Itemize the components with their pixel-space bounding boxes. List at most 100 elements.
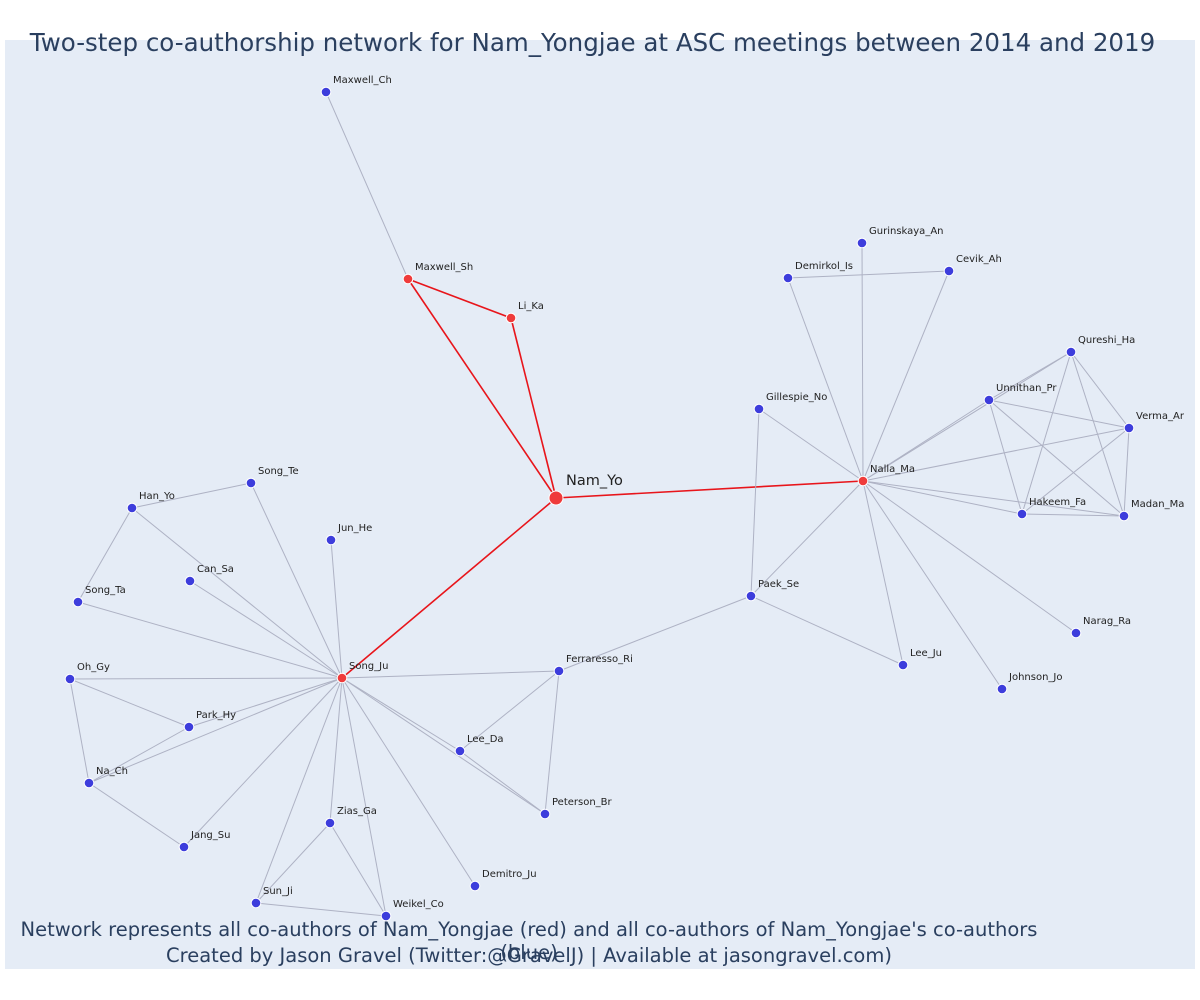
edge-Nalla_Ma-Madan_Ma (862, 480, 1125, 517)
edge-Song_Ju-Jang_Su (183, 677, 343, 848)
node-Han_Yo[interactable] (126, 502, 138, 514)
node-Verma_Ar[interactable] (1123, 422, 1135, 434)
edge-Nam_Yo-Song_Ju (341, 497, 557, 679)
edge-Oh_Gy-Na_Ch (69, 678, 90, 784)
edge-Hakeem_Fa-Madan_Ma (1021, 513, 1125, 517)
node-Weikel_Co[interactable] (380, 910, 392, 922)
edge-Ferraresso_Ri-Peterson_Br (544, 670, 560, 815)
node-Song_Ju[interactable] (336, 672, 348, 684)
edge-Nalla_Ma-Paek_Se (750, 480, 864, 597)
node-label-Na_Ch: Na_Ch (96, 766, 128, 777)
node-Unnithan_Pr[interactable] (983, 394, 995, 406)
edge-Song_Ju-Song_Te (250, 482, 343, 679)
node-label-Qureshi_Ha: Qureshi_Ha (1078, 335, 1135, 346)
node-Madan_Ma[interactable] (1118, 510, 1130, 522)
node-Jang_Su[interactable] (178, 841, 190, 853)
node-Nalla_Ma[interactable] (857, 475, 869, 487)
node-label-Ferraresso_Ri: Ferraresso_Ri (566, 654, 633, 665)
node-label-Maxwell_Sh: Maxwell_Sh (415, 262, 473, 273)
node-label-Nam_Yo: Nam_Yo (566, 473, 623, 489)
node-label-Peterson_Br: Peterson_Br (552, 797, 613, 808)
node-Nam_Yo[interactable] (548, 490, 564, 506)
node-Cevik_Ah[interactable] (943, 265, 955, 277)
edge-Qureshi_Ha-Madan_Ma (1070, 351, 1125, 517)
edge-Maxwell_Sh-Maxwell_Ch (325, 91, 409, 280)
caption-legend-note: Network represents all co-authors of Nam… (20, 918, 1038, 964)
edge-Nalla_Ma-Verma_Ar (862, 427, 1130, 482)
edge-Na_Ch-Park_Hy (88, 726, 190, 784)
edges-layer (69, 91, 1130, 917)
edge-Nalla_Ma-Cevik_Ah (862, 270, 950, 482)
edge-Nalla_Ma-Johnson_Jo (862, 480, 1003, 690)
labels-layer: Nam_YoMaxwell_ShLi_KaNalla_MaSong_JuMaxw… (77, 75, 1185, 910)
node-Song_Ta[interactable] (72, 596, 84, 608)
node-Li_Ka[interactable] (505, 312, 517, 324)
node-Paek_Se[interactable] (745, 590, 757, 602)
edge-Song_Ju-Na_Ch (88, 677, 343, 784)
edge-Nalla_Ma-Qureshi_Ha (862, 351, 1072, 482)
edge-Song_Ju-Lee_Da (341, 677, 461, 752)
edge-Nam_Yo-Li_Ka (510, 317, 557, 499)
node-Maxwell_Ch[interactable] (320, 86, 332, 98)
edge-Nalla_Ma-Lee_Ju (862, 480, 904, 666)
node-Lee_Ju[interactable] (897, 659, 909, 671)
edge-Nalla_Ma-Hakeem_Fa (862, 480, 1023, 515)
node-Hakeem_Fa[interactable] (1016, 508, 1028, 520)
node-Qureshi_Ha[interactable] (1065, 346, 1077, 358)
node-label-Oh_Gy: Oh_Gy (77, 662, 110, 673)
node-Demitro_Ju[interactable] (469, 880, 481, 892)
edge-Zias_Ga-Sun_Ji (255, 822, 331, 904)
node-label-Han_Yo: Han_Yo (139, 491, 175, 502)
edge-Qureshi_Ha-Hakeem_Fa (1021, 351, 1072, 515)
edge-Nalla_Ma-Gurinskaya_An (861, 242, 864, 482)
edge-Song_Ju-Oh_Gy (69, 677, 343, 680)
node-label-Park_Hy: Park_Hy (196, 710, 236, 721)
node-Narag_Ra[interactable] (1070, 627, 1082, 639)
edge-Paek_Se-Lee_Ju (750, 595, 904, 666)
node-Oh_Gy[interactable] (64, 673, 76, 685)
node-label-Maxwell_Ch: Maxwell_Ch (333, 75, 392, 86)
edge-Nam_Yo-Maxwell_Sh (407, 278, 557, 499)
node-label-Song_Ju: Song_Ju (349, 661, 388, 672)
node-label-Li_Ka: Li_Ka (518, 301, 544, 312)
node-label-Weikel_Co: Weikel_Co (393, 899, 444, 910)
node-label-Sun_Ji: Sun_Ji (263, 886, 293, 897)
node-Gurinskaya_An[interactable] (856, 237, 868, 249)
node-Demirkol_Is[interactable] (782, 272, 794, 284)
node-Can_Sa[interactable] (184, 575, 196, 587)
edge-Han_Yo-Song_Ta (77, 507, 133, 603)
edge-Unnithan_Pr-Verma_Ar (988, 399, 1130, 429)
edge-Verma_Ar-Hakeem_Fa (1021, 427, 1130, 515)
edge-Song_Ju-Weikel_Co (341, 677, 387, 917)
node-Maxwell_Sh[interactable] (402, 273, 414, 285)
node-label-Paek_Se: Paek_Se (758, 579, 799, 590)
edge-Song_Ju-Song_Ta (77, 601, 343, 679)
edge-Han_Yo-Song_Te (131, 482, 252, 509)
edge-Unnithan_Pr-Madan_Ma (988, 399, 1125, 517)
node-label-Cevik_Ah: Cevik_Ah (956, 254, 1002, 265)
node-Na_Ch[interactable] (83, 777, 95, 789)
edge-Song_Ju-Demitro_Ju (341, 677, 476, 887)
node-Park_Hy[interactable] (183, 721, 195, 733)
node-label-Johnson_Jo: Johnson_Jo (1008, 672, 1062, 683)
edge-Song_Ju-Jun_He (330, 539, 343, 679)
node-Zias_Ga[interactable] (324, 817, 336, 829)
nodes-layer (64, 86, 1135, 922)
node-Johnson_Jo[interactable] (996, 683, 1008, 695)
node-Ferraresso_Ri[interactable] (553, 665, 565, 677)
edge-Maxwell_Sh-Li_Ka (407, 278, 512, 319)
node-Song_Te[interactable] (245, 477, 257, 489)
node-Gillespie_No[interactable] (753, 403, 765, 415)
node-label-Lee_Ju: Lee_Ju (910, 648, 942, 659)
node-Jun_He[interactable] (325, 534, 337, 546)
edge-Song_Ju-Sun_Ji (255, 677, 343, 904)
node-Lee_Da[interactable] (454, 745, 466, 757)
node-Sun_Ji[interactable] (250, 897, 262, 909)
node-Peterson_Br[interactable] (539, 808, 551, 820)
edge-Qureshi_Ha-Verma_Ar (1070, 351, 1130, 429)
node-label-Demitro_Ju: Demitro_Ju (482, 869, 537, 880)
edge-Song_Ju-Can_Sa (189, 580, 343, 679)
node-label-Lee_Da: Lee_Da (467, 734, 504, 745)
edge-Oh_Gy-Park_Hy (69, 678, 190, 728)
edge-Gillespie_No-Paek_Se (750, 408, 760, 597)
